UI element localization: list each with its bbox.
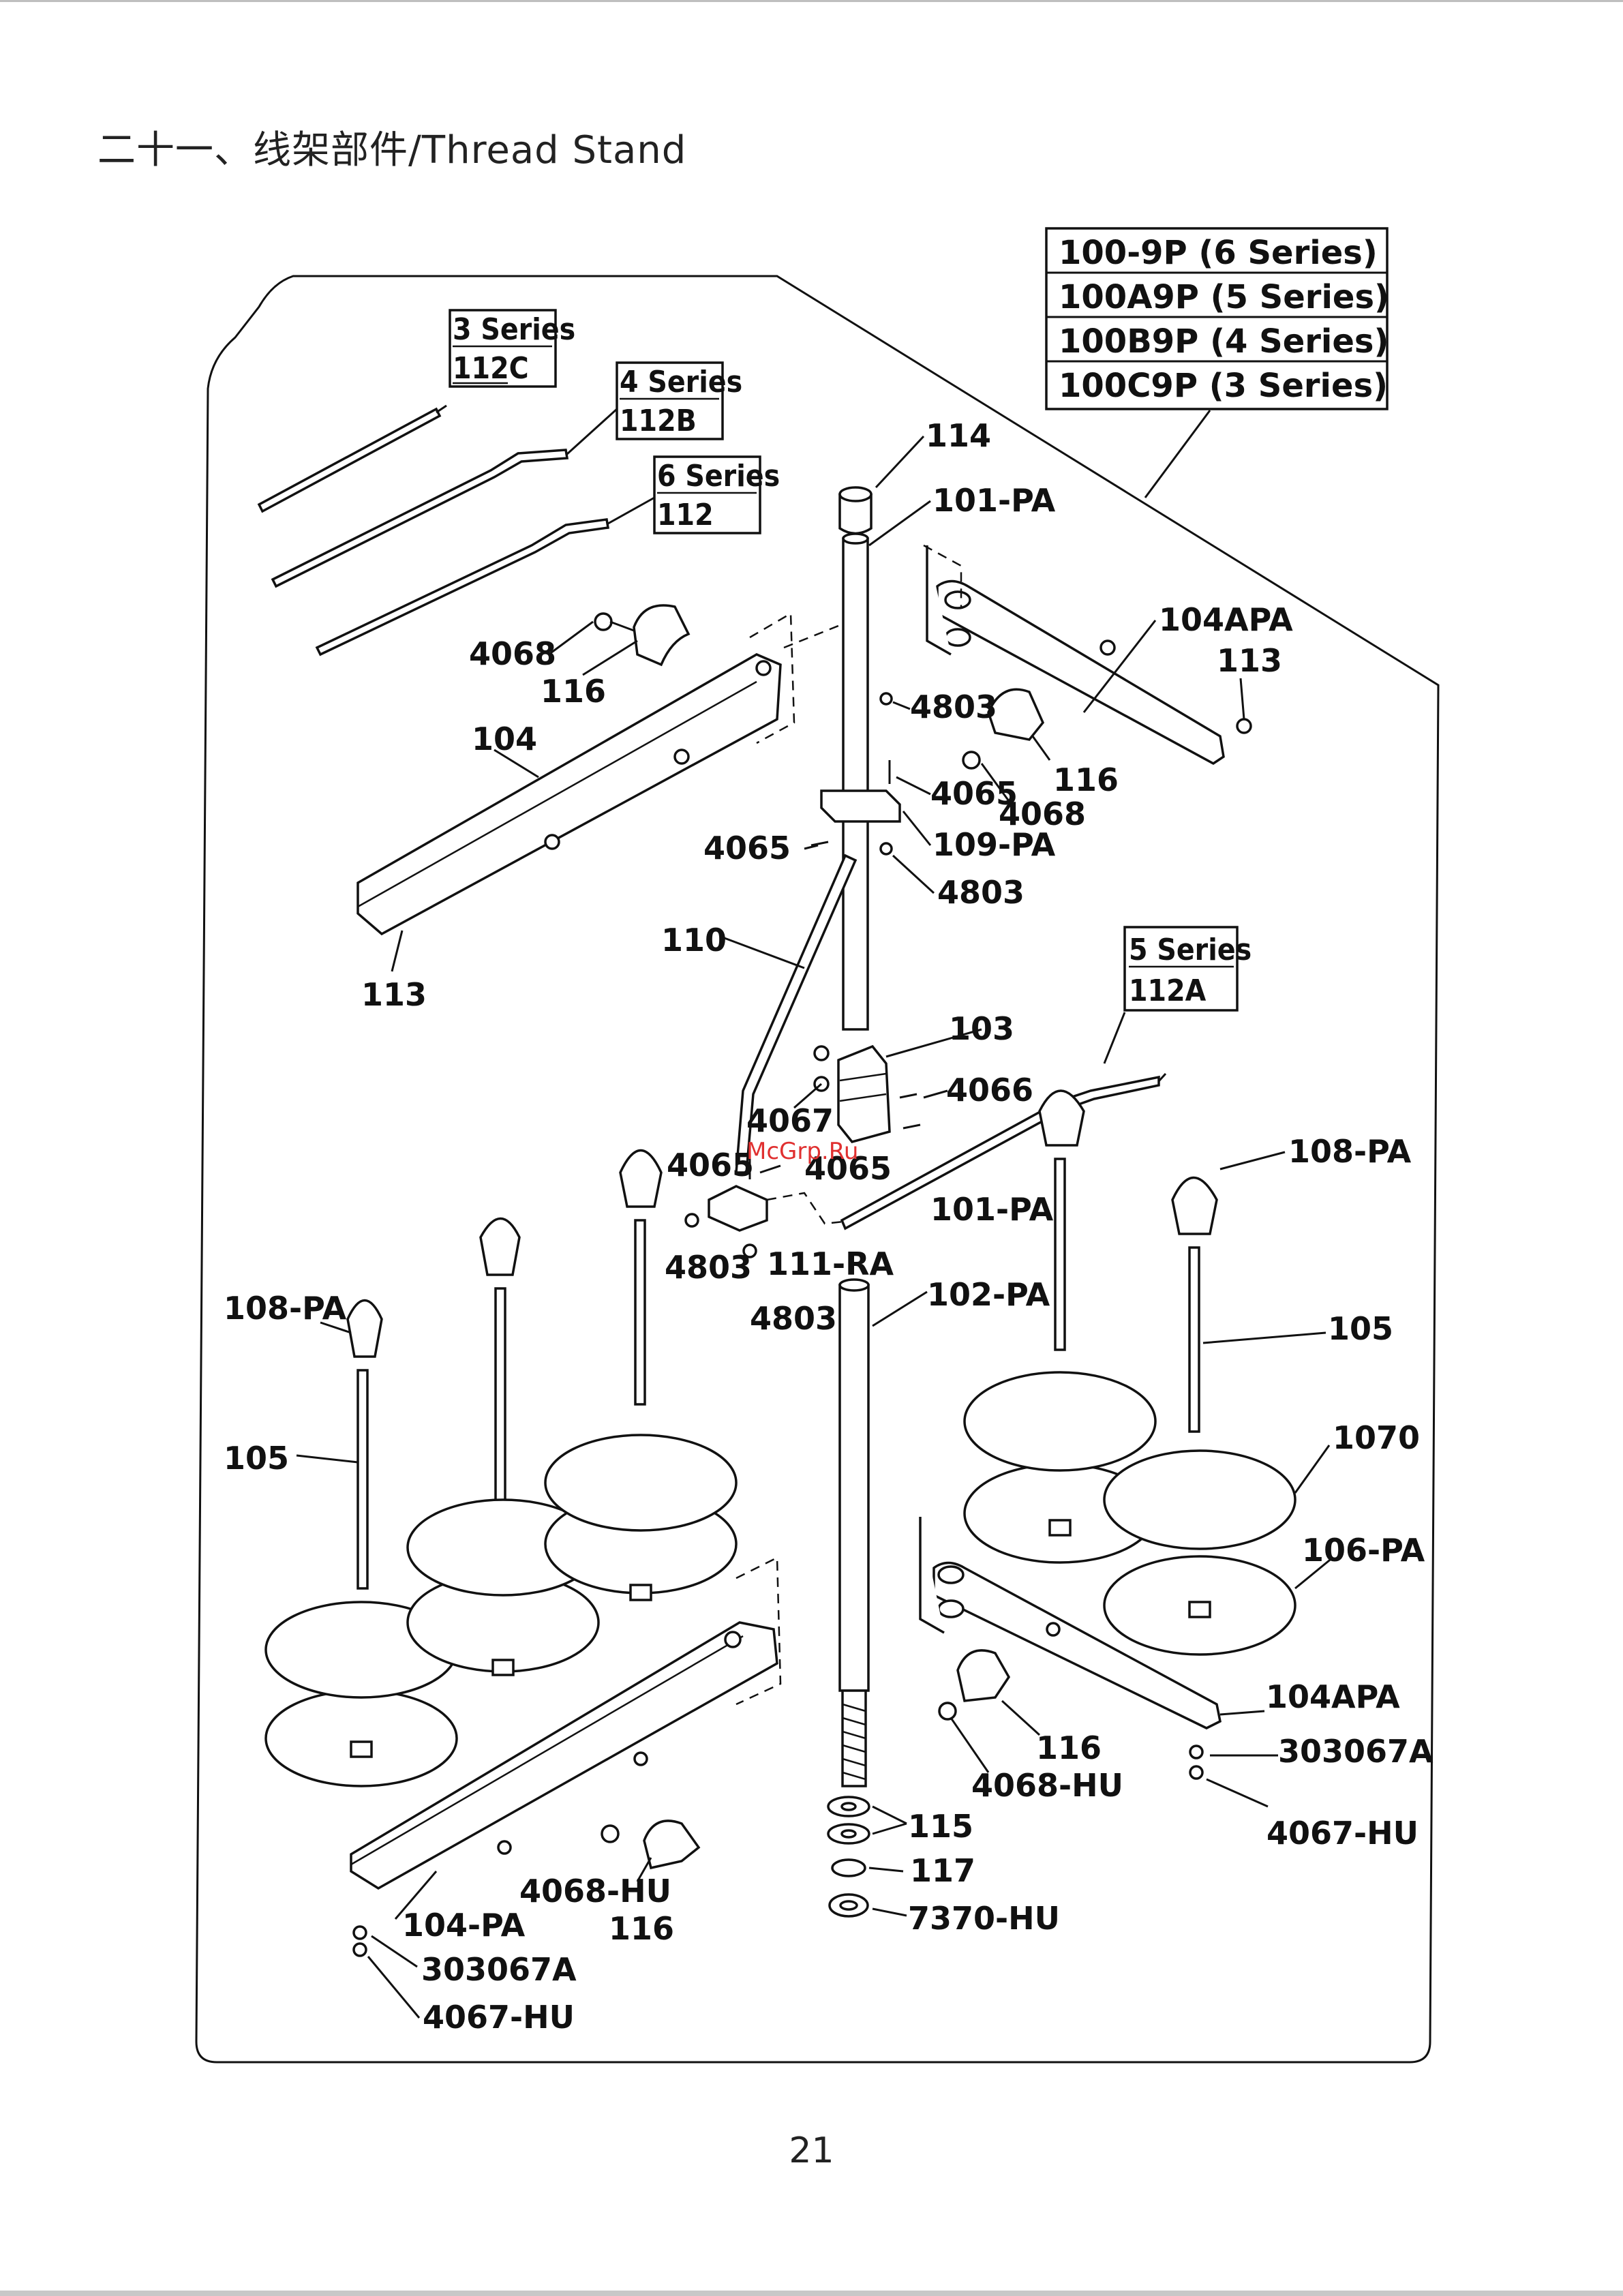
label-114: 114 [926,417,991,454]
main-pole-upper [838,486,873,1031]
thread-guide-rods [257,404,655,656]
series-box-3: 3 Series 112C [449,309,575,388]
label-105-left: 105 [224,1440,289,1477]
spool-stand-right-rear [1103,1177,1296,1656]
label-303067a-left: 303067A [421,1951,577,1988]
label-4065-d: 4065 [804,1150,892,1187]
label-113-left: 113 [361,976,427,1013]
svg-text:4 Series: 4 Series [620,365,742,399]
label-109pa: 109-PA [932,826,1056,863]
label-4065-a: 4065 [930,775,1018,812]
svg-text:6 Series: 6 Series [657,459,780,494]
label-4803-b: 4803 [937,874,1025,911]
block-103 [813,1044,921,1143]
label-1070: 1070 [1333,1419,1420,1456]
leader-lines [296,435,1333,2019]
svg-text:112A: 112A [1129,973,1207,1008]
washers-and-nut [827,1796,870,1918]
clamp-116-left [594,604,691,667]
rod-110 [735,854,858,1174]
lower-right-arm-104apa [919,1517,1222,1780]
svg-text:112B: 112B [620,404,697,438]
svg-text:5 Series: 5 Series [1129,933,1252,967]
label-4065-b: 4065 [703,830,791,866]
label-113-right: 113 [1217,642,1282,679]
label-4803-a: 4803 [910,689,997,725]
label-116-right: 116 [1053,761,1119,798]
label-115: 115 [908,1808,973,1845]
label-104pa: 104-PA [402,1907,526,1944]
model-list: 100-9P (6 Series) 100A9P (5 Series) 100B… [1045,227,1389,498]
upper-left-arm-104 [357,611,853,936]
label-4803-d: 4803 [750,1300,837,1337]
model-row: 100A9P (5 Series) [1059,278,1389,316]
label-108pa-left: 108-PA [224,1290,347,1327]
watermark: McGrp.Ru [746,1138,858,1165]
label-102pa: 102-PA [927,1276,1050,1313]
block-111ra [684,1152,856,1258]
label-103: 103 [949,1010,1014,1047]
label-101pa-top: 101-PA [932,482,1056,519]
label-4067: 4067 [746,1102,834,1139]
label-106pa: 106-PA [1302,1532,1425,1569]
label-4067hu-right: 4067-HU [1266,1815,1419,1852]
label-116-bottom-right: 116 [1036,1729,1102,1766]
upper-right-arm-104apa [923,544,1252,766]
svg-text:112: 112 [657,498,714,532]
label-4068-left: 4068 [469,635,556,672]
label-111ra: 111-RA [767,1245,894,1282]
label-4068hu-right: 4068-HU [971,1767,1123,1804]
lower-left-arm-104pa [350,1556,782,1957]
label-4068-right: 4068 [999,796,1086,832]
clamp-116-bottom-right [938,1649,1011,1721]
label-4803-c: 4803 [665,1249,752,1286]
svg-text:3 Series: 3 Series [453,312,575,347]
series-box-5: 5 Series 112A [1123,926,1252,1012]
label-101pa-mid: 101-PA [930,1191,1054,1228]
label-7370hu: 7370-HU [908,1900,1060,1937]
label-4065-c: 4065 [667,1147,754,1183]
page-number: 21 [789,2130,834,2171]
top-rule [0,0,1623,2]
label-116-left: 116 [541,673,606,710]
spool-stand-left-rear [544,1149,738,1601]
page-title: 二十一、线架部件/Thread Stand [97,128,687,172]
block-109pa [810,692,901,856]
label-110: 110 [661,922,727,958]
label-104apa-top: 104APA [1159,601,1293,638]
label-104: 104 [472,721,537,757]
series-box-6: 6 Series 112 [653,455,780,534]
label-104apa-bottom: 104APA [1266,1678,1400,1715]
label-108pa-right: 108-PA [1288,1133,1412,1170]
label-303067a-right: 303067A [1278,1733,1434,1770]
series-box-4: 4 Series 112B [616,361,742,440]
label-4066: 4066 [946,1072,1033,1108]
spool-stand-left-middle [406,1217,600,1676]
label-105-right: 105 [1328,1310,1393,1347]
spool-stand-left [264,1299,458,1787]
model-row: 100C9P (3 Series) [1059,367,1388,405]
main-pole-lower [838,1278,870,1787]
label-4068hu-left: 4068-HU [519,1873,671,1909]
clamp-116-right [962,688,1045,770]
label-116-bottom-left: 116 [609,1910,674,1947]
diagram-frame [195,275,1440,2064]
bottom-rule [0,2291,1623,2296]
svg-text:112C: 112C [453,351,529,386]
label-117: 117 [910,1852,975,1889]
model-row: 100-9P (6 Series) [1059,234,1378,272]
model-row: 100B9P (4 Series) [1059,322,1389,361]
label-4067hu-left: 4067-HU [423,1999,575,2036]
clamp-116-bottom-left [601,1819,701,1870]
